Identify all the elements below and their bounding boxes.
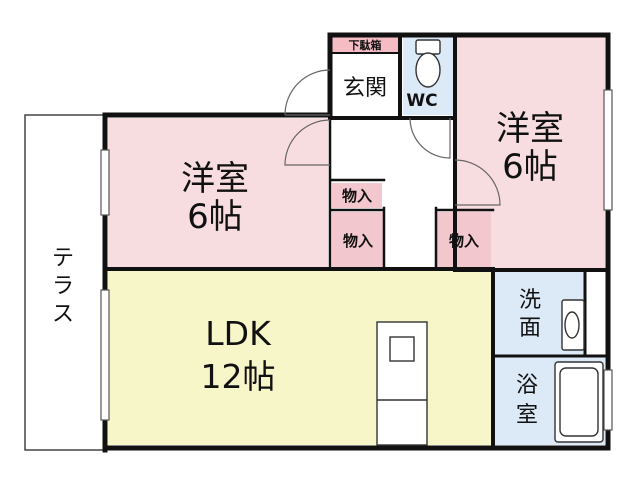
entrance-area: [330, 55, 400, 115]
window-icon: [100, 89, 613, 431]
washroom-label-2: 面: [519, 316, 541, 341]
terrace-label-2: ラ: [52, 274, 74, 299]
entrance-label: 玄関: [343, 76, 387, 101]
western-room-left-label: 洋室: [181, 159, 249, 199]
bathtub-icon: [554, 361, 604, 443]
toilet-icon: [415, 39, 441, 88]
washroom-label-1: 洗: [519, 288, 541, 313]
ldk-label: LDK: [205, 314, 272, 353]
closet-left-label: 物入: [343, 232, 373, 250]
shoe-box-label: 下駄箱: [349, 38, 382, 52]
door-swing-icon: [284, 69, 501, 206]
wc-label: WC: [406, 91, 437, 111]
ldk-size: 12帖: [201, 357, 276, 396]
ldk-room: [108, 270, 493, 445]
closet-top: [332, 183, 382, 208]
closet-top-label: 物入: [342, 187, 372, 205]
bathroom-label-2: 室: [516, 403, 538, 428]
terrace-label-3: ス: [52, 302, 74, 327]
washbasin-icon: [561, 299, 585, 351]
walls: [102, 32, 611, 453]
terrace-label-1: テ: [52, 246, 74, 271]
shoe-box: [330, 35, 400, 53]
western-room-right-label: 洋室: [496, 109, 564, 149]
closet-right: [436, 212, 491, 267]
western-room-left-size: 6帖: [187, 197, 243, 237]
western-room-right-size: 6帖: [502, 147, 558, 187]
western-room-left: [108, 118, 328, 268]
kitchen-sink-icon: [376, 321, 428, 446]
bathroom-label-1: 浴: [516, 373, 538, 398]
terrace-area: [24, 114, 106, 451]
closet-right-label: 物入: [449, 232, 479, 250]
closet-left: [332, 212, 384, 267]
